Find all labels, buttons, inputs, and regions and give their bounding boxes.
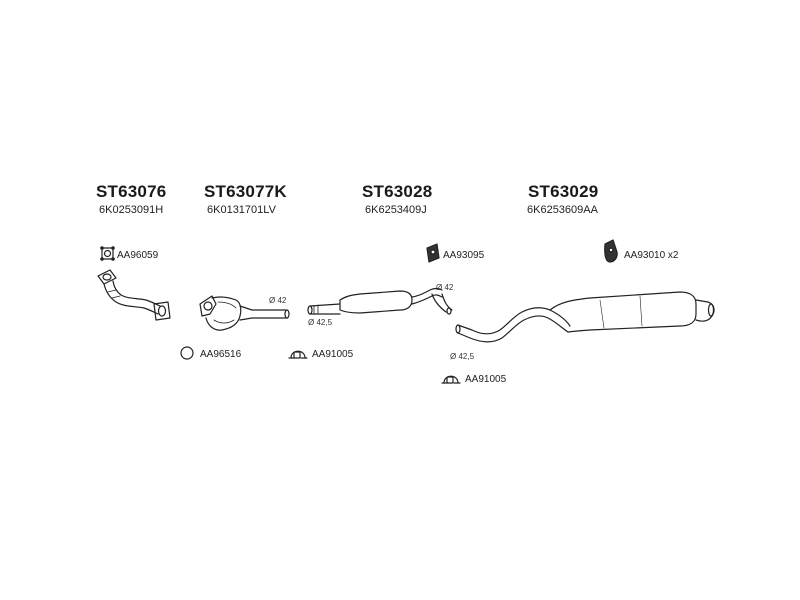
oem-number-front-pipe: 6K0253091H (99, 204, 164, 216)
oem-number-catalyst: 6K0131701LV (207, 204, 276, 216)
label-ring: AA96516 (200, 349, 242, 360)
label-hanger-2: AA93010 x2 (624, 250, 679, 261)
catalytic-converter-drawing (199, 295, 290, 331)
label-clamp-1: AA91005 (312, 349, 354, 360)
front-pipe-drawing (97, 269, 171, 321)
oem-number-rear-silencer: 6K6253609AA (527, 204, 598, 216)
dim-rear-inlet: Ø 42,5 (450, 352, 475, 361)
rear-silencer-drawing (455, 291, 715, 343)
clamp-icon (288, 350, 308, 359)
dim-cat-outlet: Ø 42 (269, 296, 287, 305)
label-gasket: AA96059 (117, 250, 159, 261)
part-number-catalyst: ST63077K (204, 182, 287, 201)
part-number-front-pipe: ST63076 (96, 182, 167, 201)
hanger-icon (426, 243, 440, 263)
label-hanger-1: AA93095 (443, 250, 485, 261)
rubber-mount-icon (604, 239, 618, 263)
ring-icon (180, 346, 194, 360)
part-number-rear-silencer: ST63029 (528, 182, 599, 201)
dim-mid-inlet: Ø 42,5 (308, 318, 333, 327)
label-clamp-2: AA91005 (465, 374, 507, 385)
gasket-icon (100, 246, 115, 261)
oem-number-middle-silencer: 6K6253409J (365, 204, 427, 216)
clamp-icon (441, 375, 461, 384)
part-number-middle-silencer: ST63028 (362, 182, 433, 201)
middle-silencer-drawing (307, 287, 453, 315)
dim-mid-outlet: Ø 42 (436, 283, 454, 292)
